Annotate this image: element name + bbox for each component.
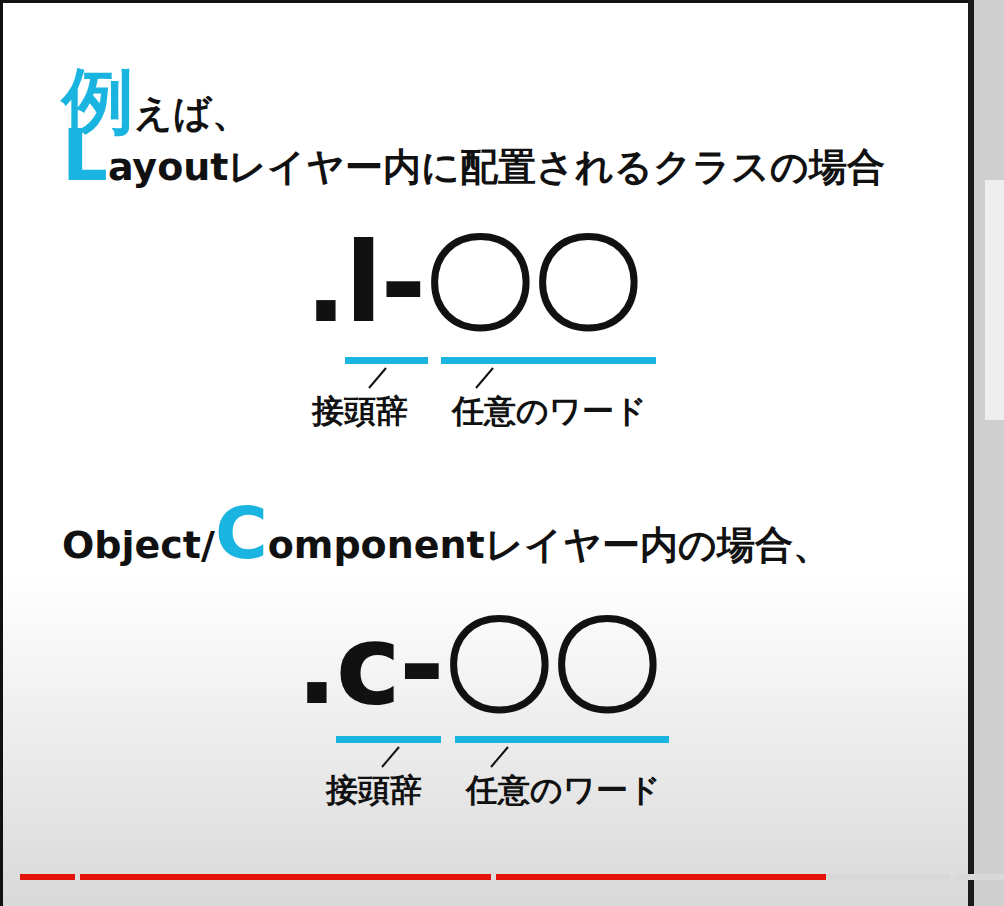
prefix-underline	[345, 357, 428, 364]
prefix-label: 接頭辞	[312, 392, 408, 430]
layer-heading: Componentレイヤー内の場合、	[215, 490, 831, 576]
class-example: .l-〇〇	[305, 228, 640, 338]
progress-segment	[20, 874, 75, 880]
word-underline	[455, 736, 669, 743]
side-panel	[985, 180, 1004, 420]
prefix-label: 接頭辞	[326, 771, 422, 809]
leader-line	[369, 368, 386, 388]
layer-heading: Layoutレイヤー内に配置されるクラスの場合	[62, 112, 885, 198]
progress-segment	[955, 874, 1004, 880]
side-video	[970, 0, 1004, 906]
leader-line	[476, 368, 493, 388]
class-example: .c-〇〇	[296, 610, 659, 720]
progress-segment	[496, 874, 826, 880]
word-label: 任意のワード	[466, 771, 661, 809]
layer-heading: Object/	[62, 523, 215, 567]
layer-heading-row: Object/Componentレイヤー内の場合、	[62, 490, 831, 576]
word-label: 任意のワード	[452, 392, 647, 430]
left-border	[0, 0, 3, 906]
side-divider	[968, 0, 974, 906]
prefix-underline	[336, 736, 441, 743]
top-border	[0, 0, 970, 3]
word-underline	[441, 357, 656, 364]
progress-segment	[826, 874, 950, 880]
leader-line	[382, 747, 399, 767]
leader-line	[491, 747, 508, 767]
progress-segment	[80, 874, 491, 880]
bottom-shade	[0, 575, 970, 906]
